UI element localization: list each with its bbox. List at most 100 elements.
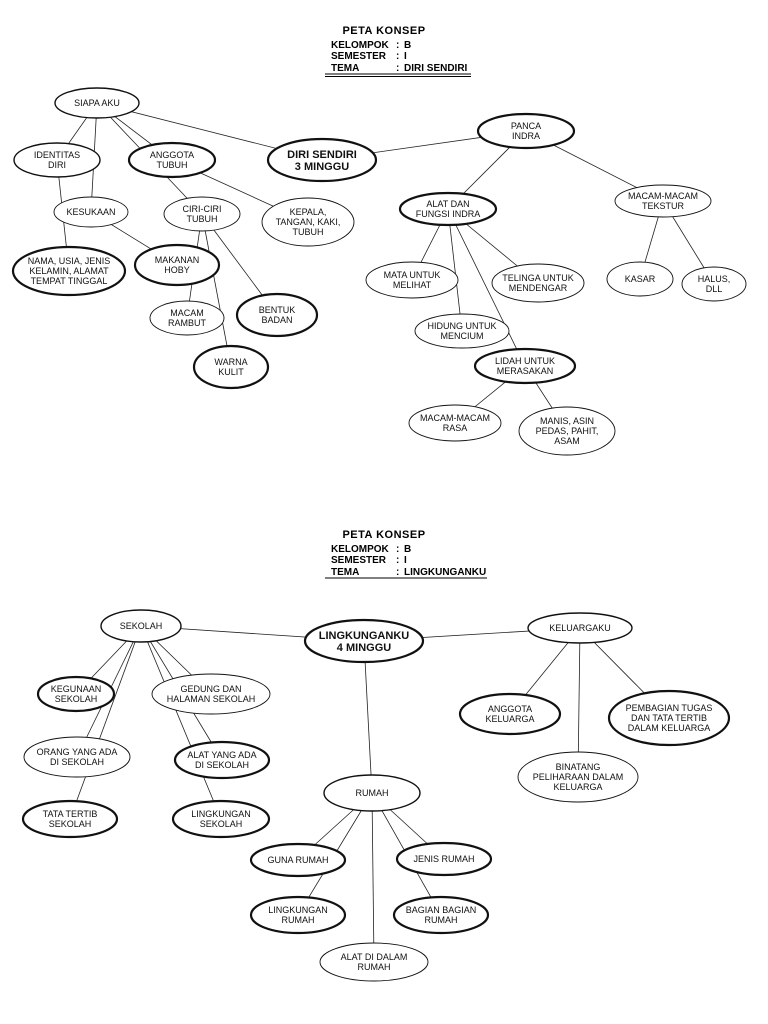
node-label: ASAM [554, 436, 580, 446]
node-label: ORANG YANG ADA [37, 747, 118, 757]
node-ellipse [249, 842, 347, 878]
tema-colon: : [396, 63, 399, 74]
semester-label: SEMESTER [331, 555, 387, 566]
node-ellipse [408, 404, 502, 442]
node-label: SIAPA AKU [74, 98, 120, 108]
node-label: RASA [443, 423, 468, 433]
node-label: WARNA [214, 357, 247, 367]
node-label: DLL [706, 284, 723, 294]
node-ellipse [303, 618, 425, 664]
node-ellipse [517, 751, 639, 803]
node-label: IDENTITAS [34, 150, 80, 160]
node-label: LIDAH UNTUK [495, 356, 555, 366]
node-ellipse [518, 406, 616, 456]
kelompok-colon: : [396, 40, 399, 51]
node-label: JENIS RUMAH [413, 854, 474, 864]
node-ellipse [606, 261, 674, 297]
node-ellipse [261, 197, 355, 247]
node-label: LINGKUNGANKU [319, 630, 409, 642]
node-label: SEKOLAH [120, 621, 163, 631]
node-label: KELUARGAKU [549, 623, 611, 633]
tema-label: TEMA [331, 63, 359, 74]
node-ellipse [414, 313, 510, 349]
node-ellipse [127, 141, 217, 179]
semester-label: SEMESTER [331, 51, 387, 62]
concept-node-kasar: KASAR [606, 261, 674, 297]
node-label: TATA TERTIB [43, 809, 98, 819]
kelompok-label: KELOMPOK [331, 544, 390, 555]
node-label: KELAMIN, ALAMAT [29, 266, 109, 276]
node-label: TUBUH [293, 227, 324, 237]
map-title: PETA KONSEP [342, 529, 425, 541]
node-label: DI SEKOLAH [195, 760, 249, 770]
node-label: HIDUNG UNTUK [428, 321, 497, 331]
node-label: PEMBAGIAN TUGAS [626, 703, 713, 713]
node-label: RUMAH [282, 915, 315, 925]
node-label: TEKSTUR [642, 201, 685, 211]
node-ellipse [235, 292, 319, 338]
node-label: TUBUH [157, 160, 188, 170]
node-ellipse [54, 87, 140, 119]
connector-rumah-alat_rumah [371, 792, 375, 963]
concept-node-jenis: JENIS RUMAH [395, 841, 493, 877]
node-ellipse [365, 261, 459, 299]
node-label: LINGKUNGAN [268, 905, 328, 915]
kelompok-colon: : [396, 544, 399, 555]
node-label: HOBY [164, 265, 190, 275]
node-ellipse [133, 243, 221, 287]
node-label: 4 MINGGU [337, 642, 391, 654]
node-label: MATA UNTUK [384, 270, 441, 280]
node-label: SEKOLAH [55, 694, 98, 704]
node-label: SEKOLAH [49, 819, 92, 829]
node-ellipse [473, 347, 577, 385]
node-label: MELIHAT [393, 280, 432, 290]
node-ellipse [21, 799, 119, 839]
node-label: PELIHARAAN DALAM [533, 772, 624, 782]
node-label: KULIT [218, 367, 244, 377]
node-label: MAKANAN [155, 255, 200, 265]
node-label: NAMA, USIA, JENIS [28, 256, 111, 266]
semester-colon: : [396, 555, 399, 566]
node-label: MERASAKAN [497, 366, 554, 376]
node-label: FUNGSI INDRA [416, 209, 481, 219]
node-ellipse [491, 263, 585, 303]
node-label: HALUS, [698, 274, 731, 284]
node-ellipse [173, 740, 271, 780]
node-label: PEDAS, PAHIT, [536, 426, 599, 436]
node-label: KELUARGA [553, 782, 602, 792]
connector-sekolah-tata [69, 625, 142, 820]
node-label: PANCA [511, 121, 541, 131]
semester-colon: : [396, 51, 399, 62]
node-label: MACAM-MACAM [628, 191, 698, 201]
node-label: ALAT YANG ADA [187, 750, 256, 760]
node-label: TEMPAT TINGGAL [31, 276, 108, 286]
node-ellipse [681, 266, 747, 302]
node-label: MACAM [170, 308, 204, 318]
node-ellipse [163, 196, 241, 232]
node-label: ANGGOTA [150, 150, 194, 160]
node-label: KESUKAAN [66, 207, 115, 217]
node-ellipse [323, 774, 421, 812]
node-label: DALAM KELUARGA [628, 723, 711, 733]
